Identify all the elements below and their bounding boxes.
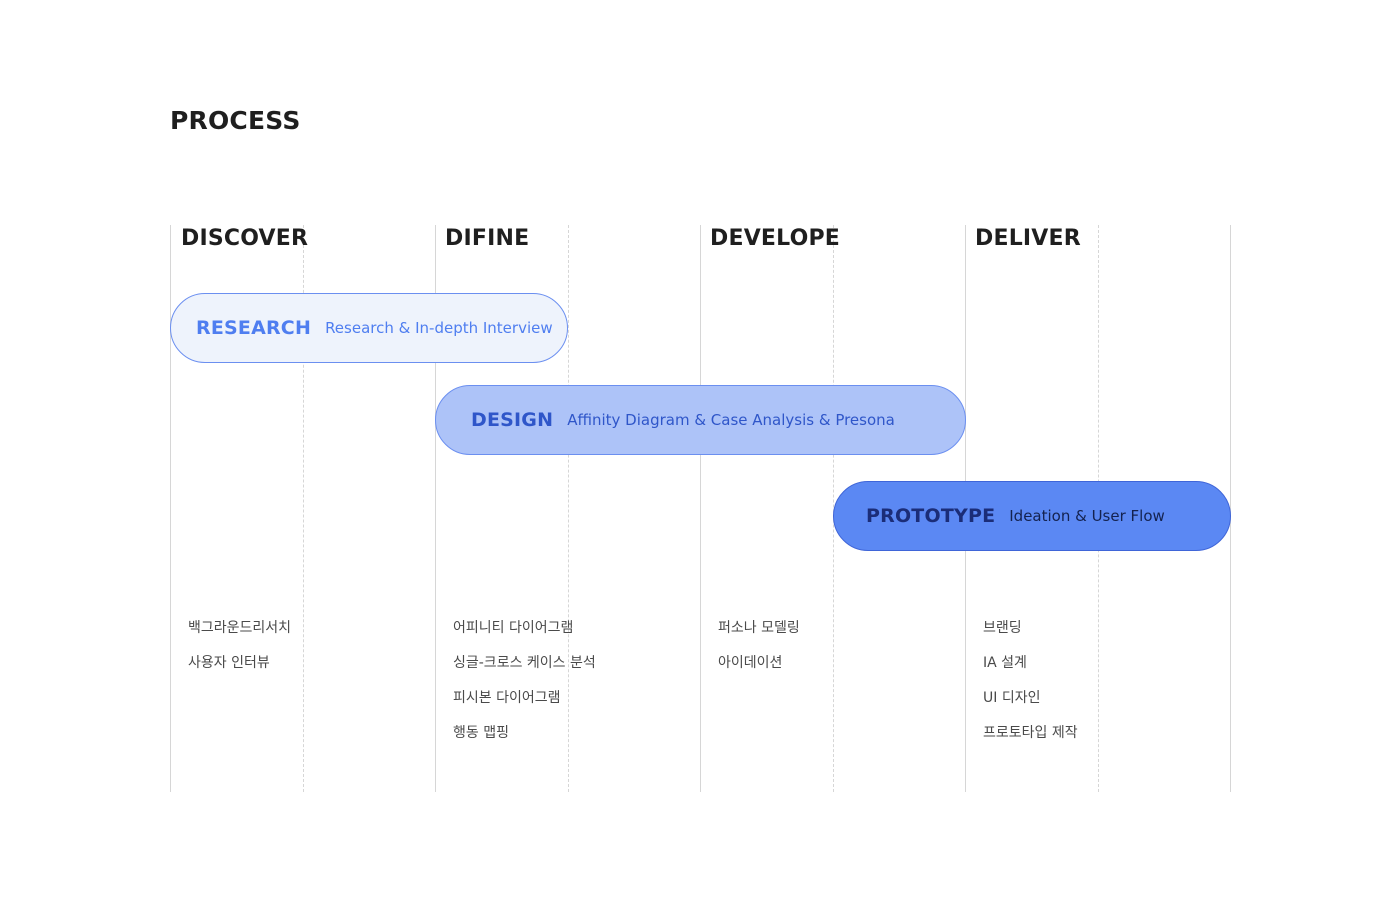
page-title: PROCESS	[170, 106, 301, 135]
task-item: 백그라운드리서치	[188, 620, 292, 636]
stage-prototype-label: PROTOTYPE	[866, 505, 996, 527]
grid-line	[1230, 225, 1231, 792]
task-list-define: 어피니티 다이어그램 싱글-크로스 케이스 분석 피시본 다이어그램 행동 맵핑	[453, 617, 596, 757]
phase-discover: DISCOVER	[181, 226, 309, 251]
task-item: 아이데이션	[718, 655, 783, 671]
grid-line-dashed	[568, 225, 569, 792]
stage-research-label: RESEARCH	[196, 317, 312, 339]
stage-research-desc: Research & In-depth Interview	[325, 319, 553, 337]
task-list-deliver: 브랜딩 IA 설계 UI 디자인 프로토타입 제작	[983, 617, 1078, 757]
stage-prototype-desc: Ideation & User Flow	[1009, 507, 1165, 525]
task-item: 브랜딩	[983, 620, 1022, 636]
phase-develop: DEVELOPE	[710, 226, 841, 251]
stage-design-desc: Affinity Diagram & Case Analysis & Preso…	[567, 411, 895, 429]
task-item: 퍼소나 모델링	[718, 620, 800, 636]
task-item: 어피니티 다이어그램	[453, 620, 574, 636]
task-item: 프로토타입 제작	[983, 725, 1078, 741]
grid-line-dashed	[303, 225, 304, 792]
task-item: 싱글-크로스 케이스 분석	[453, 655, 596, 671]
task-item: UI 디자인	[983, 690, 1041, 706]
stage-research: RESEARCH Research & In-depth Interview	[170, 293, 568, 363]
task-item: 행동 맵핑	[453, 725, 509, 741]
phase-deliver: DELIVER	[975, 226, 1081, 251]
task-list-discover: 백그라운드리서치 사용자 인터뷰	[188, 617, 291, 687]
grid-line	[700, 225, 701, 792]
task-item: 피시본 다이어그램	[453, 690, 561, 706]
task-list-develop: 퍼소나 모델링 아이데이션	[718, 617, 800, 687]
grid-line	[435, 225, 436, 792]
stage-design-label: DESIGN	[471, 409, 554, 431]
stage-prototype: PROTOTYPE Ideation & User Flow	[833, 481, 1231, 551]
phase-define: DIFINE	[445, 226, 530, 251]
task-item: IA 설계	[983, 655, 1027, 671]
task-item: 사용자 인터뷰	[188, 655, 270, 671]
stage-design: DESIGN Affinity Diagram & Case Analysis …	[435, 385, 966, 455]
grid-line	[170, 225, 171, 792]
